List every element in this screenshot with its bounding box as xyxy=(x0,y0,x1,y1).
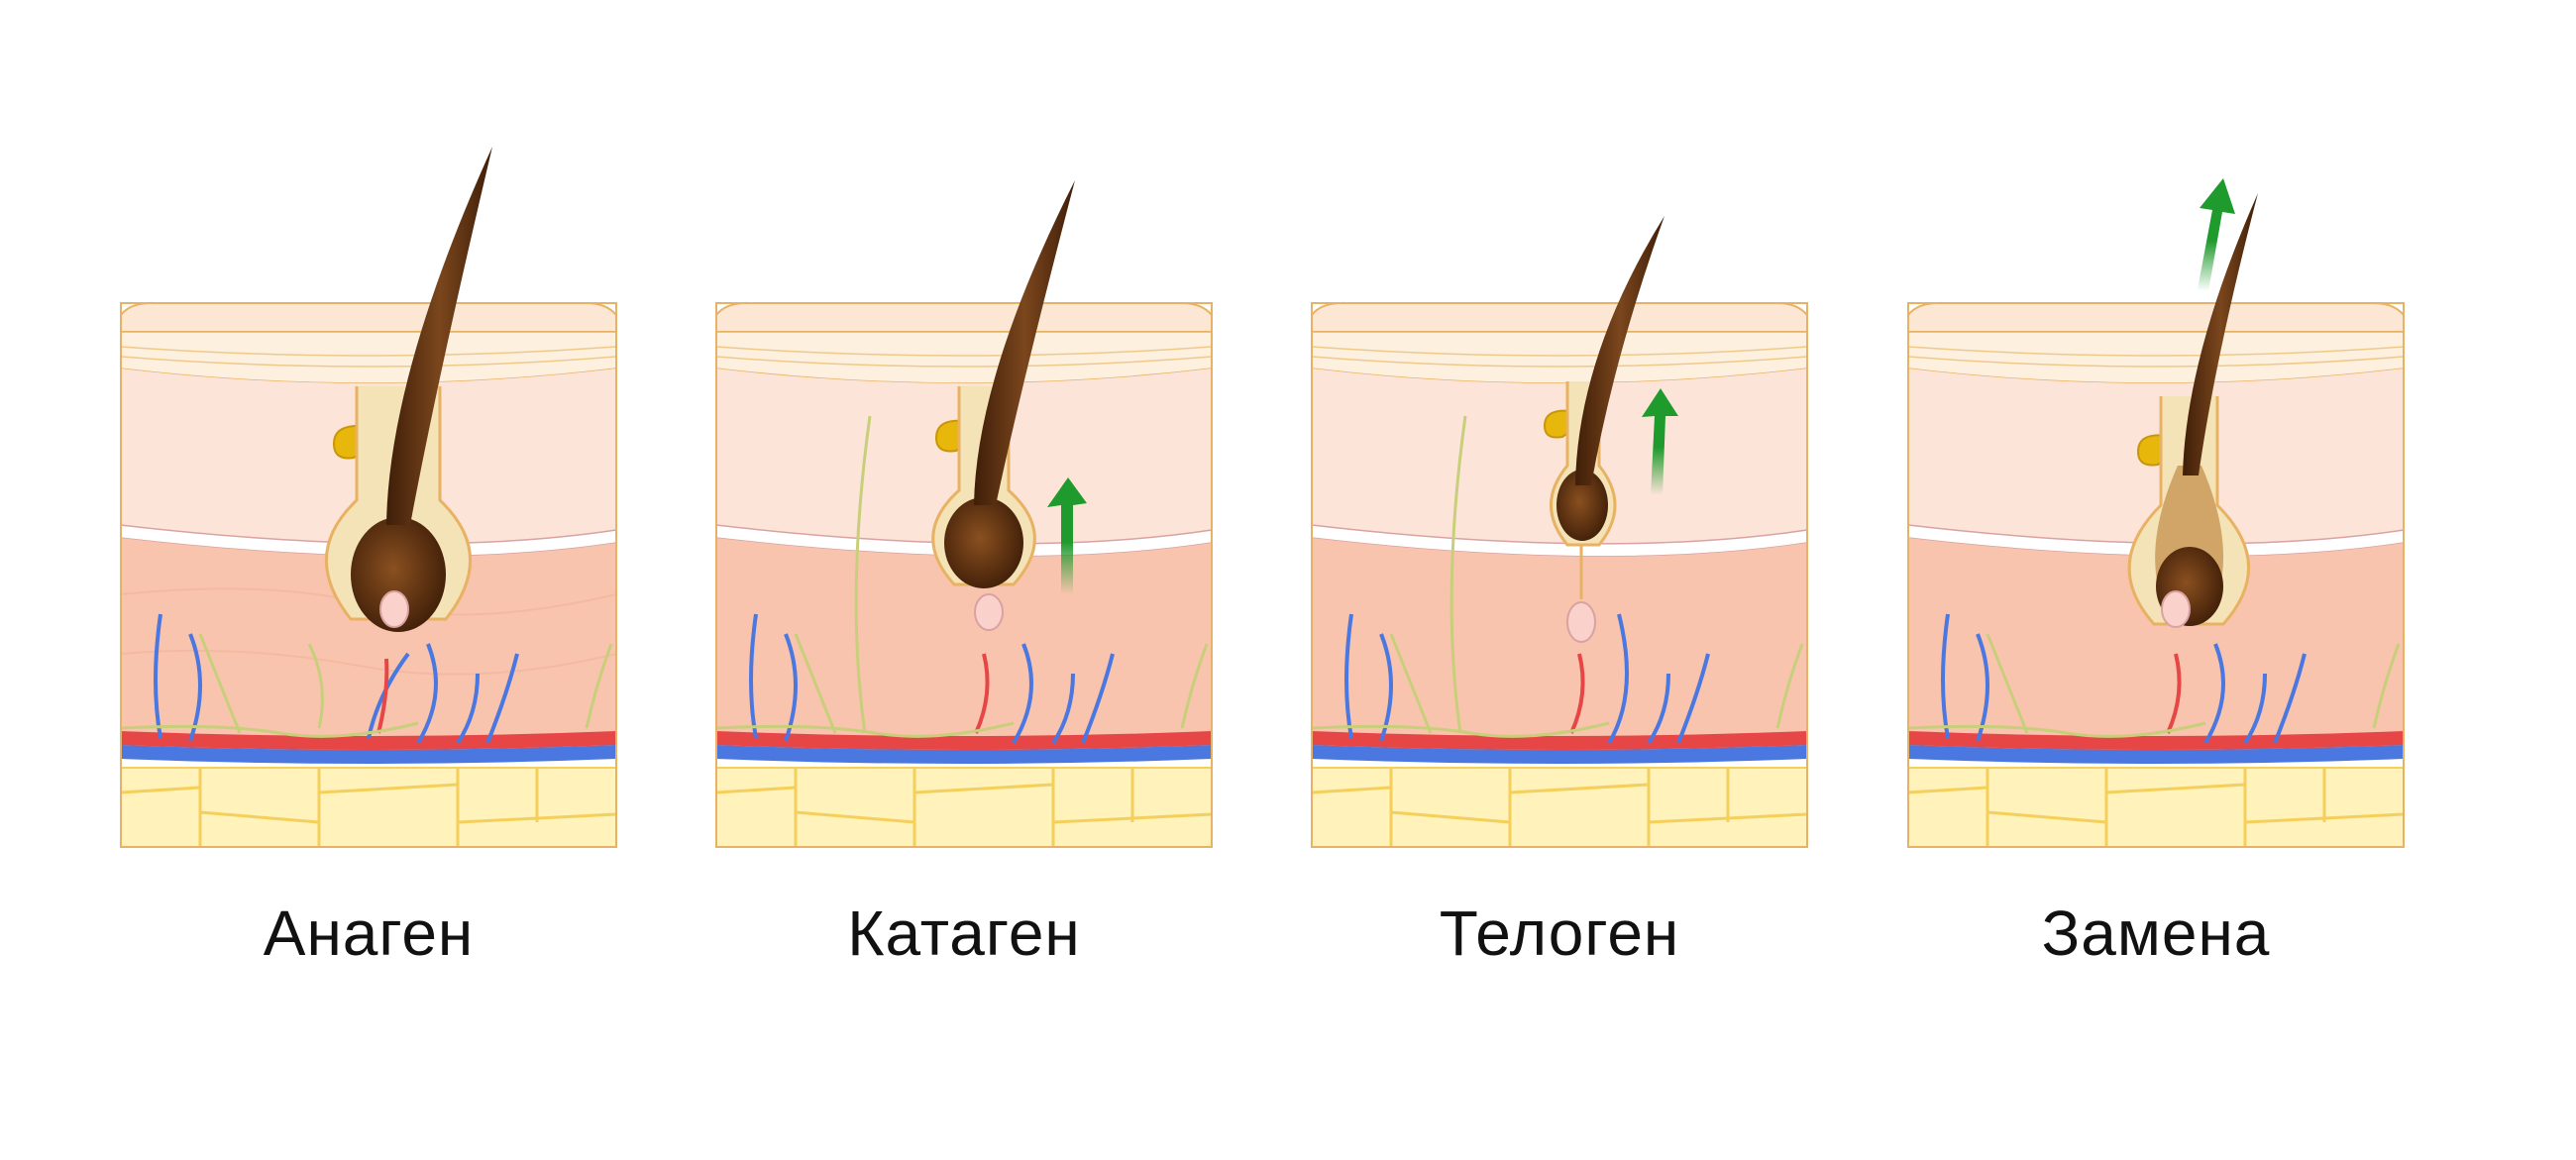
vein-main xyxy=(716,745,1212,764)
dermal-papilla xyxy=(2161,590,2191,628)
upward-arrow-icon xyxy=(1642,388,1678,495)
panel-catagen xyxy=(715,180,1213,848)
hair-bulb xyxy=(351,517,446,632)
hair-shaft xyxy=(2183,193,2258,475)
vessel-branches xyxy=(1941,613,2307,745)
upward-arrow-icon xyxy=(1047,477,1087,594)
epidermis xyxy=(1907,331,2405,384)
vessel-branches xyxy=(1344,613,1710,745)
skin-outline xyxy=(120,302,617,848)
nerve-fibers xyxy=(1311,415,1804,738)
fat-layer xyxy=(120,767,617,848)
hair-follicle xyxy=(2127,193,2258,628)
hair-bulb xyxy=(1556,470,1608,541)
nerve-fibers xyxy=(120,633,613,738)
dermal-papilla xyxy=(1566,601,1596,643)
skin-block xyxy=(120,301,617,848)
panel-telogen xyxy=(1311,216,1808,848)
hair-shaft xyxy=(1575,216,1664,485)
epidermis xyxy=(1311,331,1808,384)
epidermis-top xyxy=(120,301,617,333)
dermis-upper xyxy=(1312,369,1807,544)
fat-layer xyxy=(1311,767,1808,848)
skin-outline xyxy=(1907,302,2405,848)
hair-shaft xyxy=(386,147,492,525)
epidermis xyxy=(120,331,617,384)
skin-outline xyxy=(715,302,1213,848)
fat-cells xyxy=(1907,768,2405,847)
fat-cells xyxy=(715,768,1213,847)
epidermis-top xyxy=(715,301,1213,333)
artery-branches xyxy=(2166,653,2182,734)
artery-branches xyxy=(1569,653,1585,734)
dermis-lower xyxy=(121,538,616,753)
hair-follicle xyxy=(324,147,492,632)
stage-label-catagen: Катаген xyxy=(847,897,1081,969)
skin-block xyxy=(1907,301,2405,848)
hair-follicle xyxy=(931,180,1075,631)
skin-block xyxy=(1311,301,1808,848)
epidermis-layer-lines xyxy=(715,346,1213,368)
dermis-lower xyxy=(1312,538,1807,753)
vein-main xyxy=(1312,745,1807,764)
vessel-branches xyxy=(749,613,1115,745)
skin-outline xyxy=(1311,302,1808,848)
nerve-fibers xyxy=(1907,633,2401,738)
nerve-fibers xyxy=(715,415,1209,738)
epidermis xyxy=(715,331,1213,384)
artery-branches xyxy=(376,658,389,734)
panel-replacement xyxy=(1907,178,2405,848)
hair-bulb xyxy=(944,497,1023,588)
epidermis-top xyxy=(1907,301,2405,333)
dermal-papilla xyxy=(379,590,409,628)
fat-layer xyxy=(715,767,1213,848)
artery-branches xyxy=(974,653,990,734)
vein-main xyxy=(1908,745,2404,764)
stage-label-telogen: Телоген xyxy=(1439,897,1680,969)
panel-anagen xyxy=(120,147,617,848)
fat-layer xyxy=(1907,767,2405,848)
epidermis-layer-lines xyxy=(120,346,617,368)
epidermis-layer-lines xyxy=(1311,346,1808,368)
hair-follicle xyxy=(1543,216,1664,643)
fat-cells xyxy=(120,768,617,847)
epidermis-top xyxy=(1311,301,1808,333)
epidermis-layer-lines xyxy=(1907,346,2405,368)
hair-shaft xyxy=(974,180,1075,505)
stage-label-replacement: Замена xyxy=(2041,897,2271,969)
upward-arrow-icon xyxy=(2198,178,2235,291)
stage-label-anagen: Анаген xyxy=(263,897,475,969)
dermal-papilla xyxy=(974,593,1004,631)
skin-block xyxy=(715,301,1213,848)
vein-main xyxy=(121,745,616,764)
dermis-lower xyxy=(1908,538,2404,753)
dermis-lower xyxy=(716,538,1212,753)
fat-cells xyxy=(1311,768,1808,847)
